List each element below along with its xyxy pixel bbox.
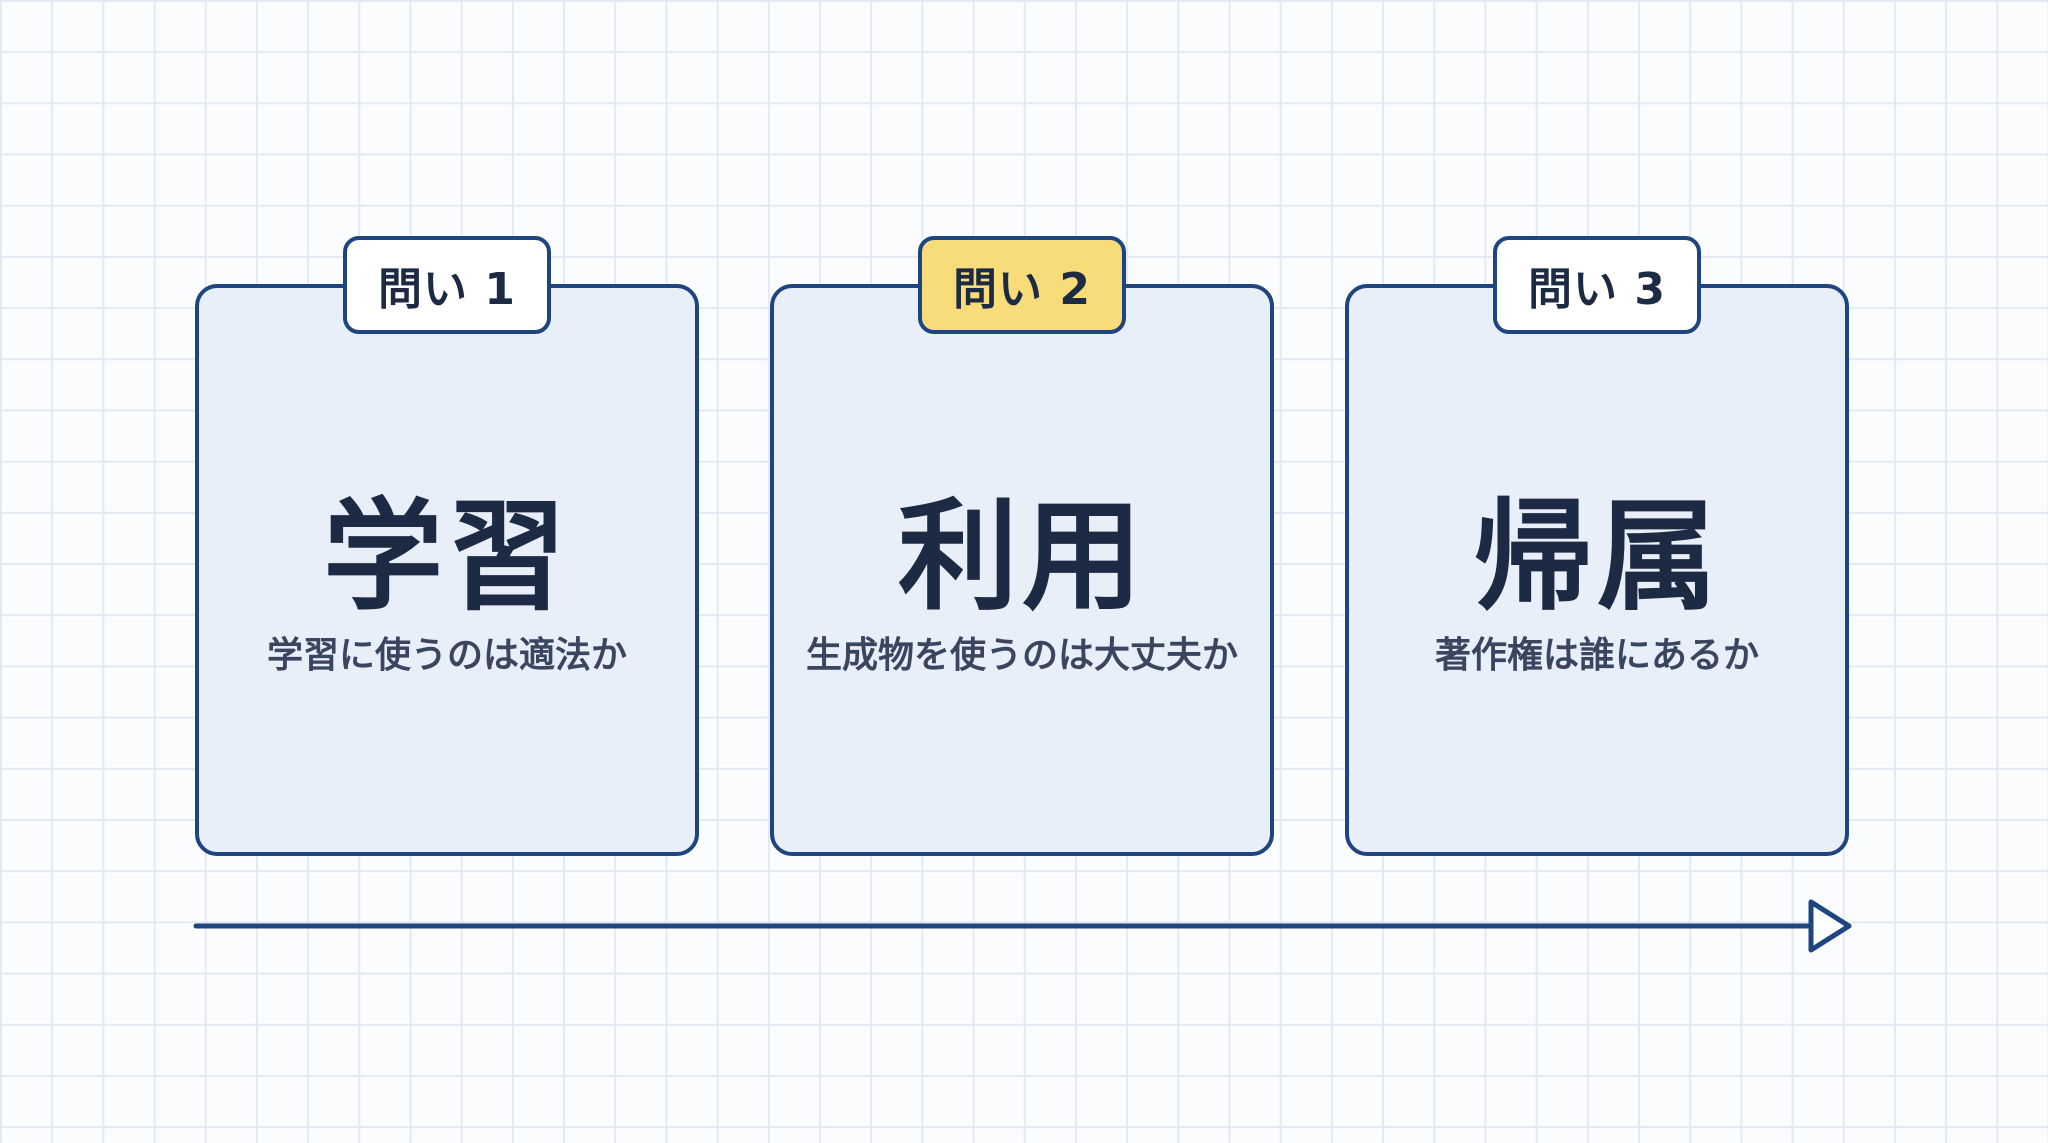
card-title-usage: 利用 <box>898 488 1146 627</box>
question-tag-2: 問い 2 <box>918 236 1126 334</box>
question-card-1: 問い 1 学習 学習に使うのは適法か <box>195 236 699 856</box>
question-card-3: 問い 3 帰属 著作権は誰にあるか <box>1345 236 1849 856</box>
question-tag-1: 問い 1 <box>343 236 551 334</box>
arrowhead-icon <box>1808 899 1852 953</box>
question-card-2: 問い 2 利用 生成物を使うのは大丈夫か <box>770 236 1274 856</box>
card-title-learning: 学習 <box>323 488 571 627</box>
card-subtitle-learning: 学習に使うのは適法か <box>266 635 627 676</box>
card-subtitle-usage: 生成物を使うのは大丈夫か <box>805 635 1238 676</box>
card-title-attribution: 帰属 <box>1473 488 1721 627</box>
card-subtitle-attribution: 著作権は誰にあるか <box>1434 635 1759 676</box>
timeline-arrow <box>193 899 1852 953</box>
question-tag-3: 問い 3 <box>1493 236 1701 334</box>
